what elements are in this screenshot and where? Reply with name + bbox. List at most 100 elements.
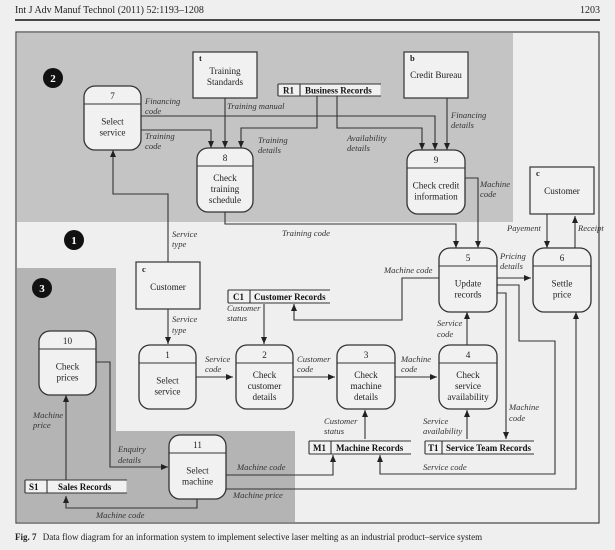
svg-text:details: details xyxy=(258,145,282,155)
journal-header: Int J Adv Manuf Technol (2011) 52:1193–1… xyxy=(15,5,204,16)
process-label: Select xyxy=(101,117,124,127)
label-training-code: Training xyxy=(145,131,175,141)
svg-text:Customer Records: Customer Records xyxy=(254,292,326,302)
svg-text:Machine Records: Machine Records xyxy=(336,443,404,453)
process-label: Select xyxy=(156,376,179,386)
svg-text:Training: Training xyxy=(209,66,241,76)
process-label: service xyxy=(455,381,481,391)
label-service-availability: Service xyxy=(423,416,448,426)
process-label: Check xyxy=(56,362,80,372)
process-label: Check xyxy=(354,370,378,380)
process-label: information xyxy=(414,192,458,202)
svg-text:details: details xyxy=(118,455,142,465)
svg-text:code: code xyxy=(297,364,313,374)
process-label: details xyxy=(253,392,277,402)
process-number: 9 xyxy=(434,155,439,165)
process-label: Check credit xyxy=(413,181,460,191)
label-machine-code-3: Machine xyxy=(400,354,431,364)
label-service-type-top: Service xyxy=(172,229,197,239)
entity-customer-top: c Customer xyxy=(529,166,595,215)
svg-text:Customer: Customer xyxy=(150,282,186,292)
svg-text:1: 1 xyxy=(71,235,77,247)
label-customer-code: Customer xyxy=(297,354,331,364)
zone-badge-2: 2 xyxy=(43,68,63,88)
label-training-manual: Training manual xyxy=(227,101,285,111)
svg-text:c: c xyxy=(536,168,540,178)
process-label: training xyxy=(211,184,240,194)
store-t1-service-team-records: T1 Service Team Records xyxy=(424,440,534,455)
svg-text:Service Team Records: Service Team Records xyxy=(446,443,531,453)
svg-text:Standards: Standards xyxy=(207,77,244,87)
process-label: Settle xyxy=(552,279,573,289)
svg-text:c: c xyxy=(142,264,146,274)
svg-text:details: details xyxy=(500,261,524,271)
label-machine-code-11: Machine code xyxy=(236,462,286,472)
svg-text:Sales Records: Sales Records xyxy=(58,482,112,492)
process-label: Check xyxy=(213,173,237,183)
label-service-code-4: Service xyxy=(437,318,462,328)
label-financing-details: Financing xyxy=(450,110,487,120)
label-enquiry-details: Enquiry xyxy=(117,444,146,454)
svg-text:Customer: Customer xyxy=(544,186,580,196)
label-machine-code-s1: Machine code xyxy=(95,510,145,520)
label-machine-price-11: Machine price xyxy=(232,490,283,500)
page-number: 1203 xyxy=(580,5,600,16)
process-number: 4 xyxy=(466,350,471,360)
label-payement: Payement xyxy=(506,223,541,233)
label-service-type-mid: Service xyxy=(172,314,197,324)
store-s1-sales-records: S1 Sales Records xyxy=(24,479,127,494)
label-receipt: Receipt xyxy=(577,223,604,233)
svg-text:code: code xyxy=(145,106,161,116)
svg-text:price: price xyxy=(32,420,51,430)
svg-text:details: details xyxy=(451,120,475,130)
process-number: 7 xyxy=(110,91,115,101)
process-label: Check xyxy=(456,370,480,380)
flow-labels: Financing code Training code Training ma… xyxy=(32,96,604,520)
svg-text:Business Records: Business Records xyxy=(305,86,372,96)
process-label: records xyxy=(454,290,481,300)
label-machine-code-t1: Machine xyxy=(508,402,539,412)
process-label: customer xyxy=(248,381,282,391)
svg-text:R1: R1 xyxy=(283,86,294,96)
svg-text:details: details xyxy=(347,143,371,153)
process-label: price xyxy=(553,290,571,300)
label-training-code-long: Training code xyxy=(282,228,330,238)
label-customer-status-c1: Customer xyxy=(227,303,261,313)
label-service-code-bottom: Service code xyxy=(423,462,467,472)
entity-credit-bureau: b Credit Bureau xyxy=(403,51,469,99)
store-c1-customer-records: C1 Customer Records xyxy=(227,289,330,304)
process-number: 1 xyxy=(165,350,170,360)
process-number: 2 xyxy=(262,350,267,360)
svg-text:availability: availability xyxy=(423,426,462,436)
svg-text:code: code xyxy=(205,364,221,374)
svg-text:C1: C1 xyxy=(233,292,244,302)
label-machine-code-9: Machine xyxy=(479,179,510,189)
svg-text:code: code xyxy=(437,329,453,339)
label-availability-details: Availability xyxy=(346,133,387,143)
flow-lines xyxy=(63,95,579,509)
process-label: availability xyxy=(447,392,489,402)
svg-text:status: status xyxy=(227,313,248,323)
svg-text:b: b xyxy=(410,53,415,63)
svg-text:S1: S1 xyxy=(29,482,39,492)
process-label: prices xyxy=(57,373,79,383)
process-number: 5 xyxy=(466,253,471,263)
process-label: Select xyxy=(186,466,209,476)
entity-training-standards: t Training Standards xyxy=(192,51,258,99)
caption-text: Data flow diagram for an information sys… xyxy=(43,532,482,542)
process-label: Check xyxy=(253,370,277,380)
svg-text:code: code xyxy=(145,141,161,151)
process-number: 3 xyxy=(364,350,369,360)
process-label: service xyxy=(99,128,125,138)
process-label: Update xyxy=(455,279,482,289)
